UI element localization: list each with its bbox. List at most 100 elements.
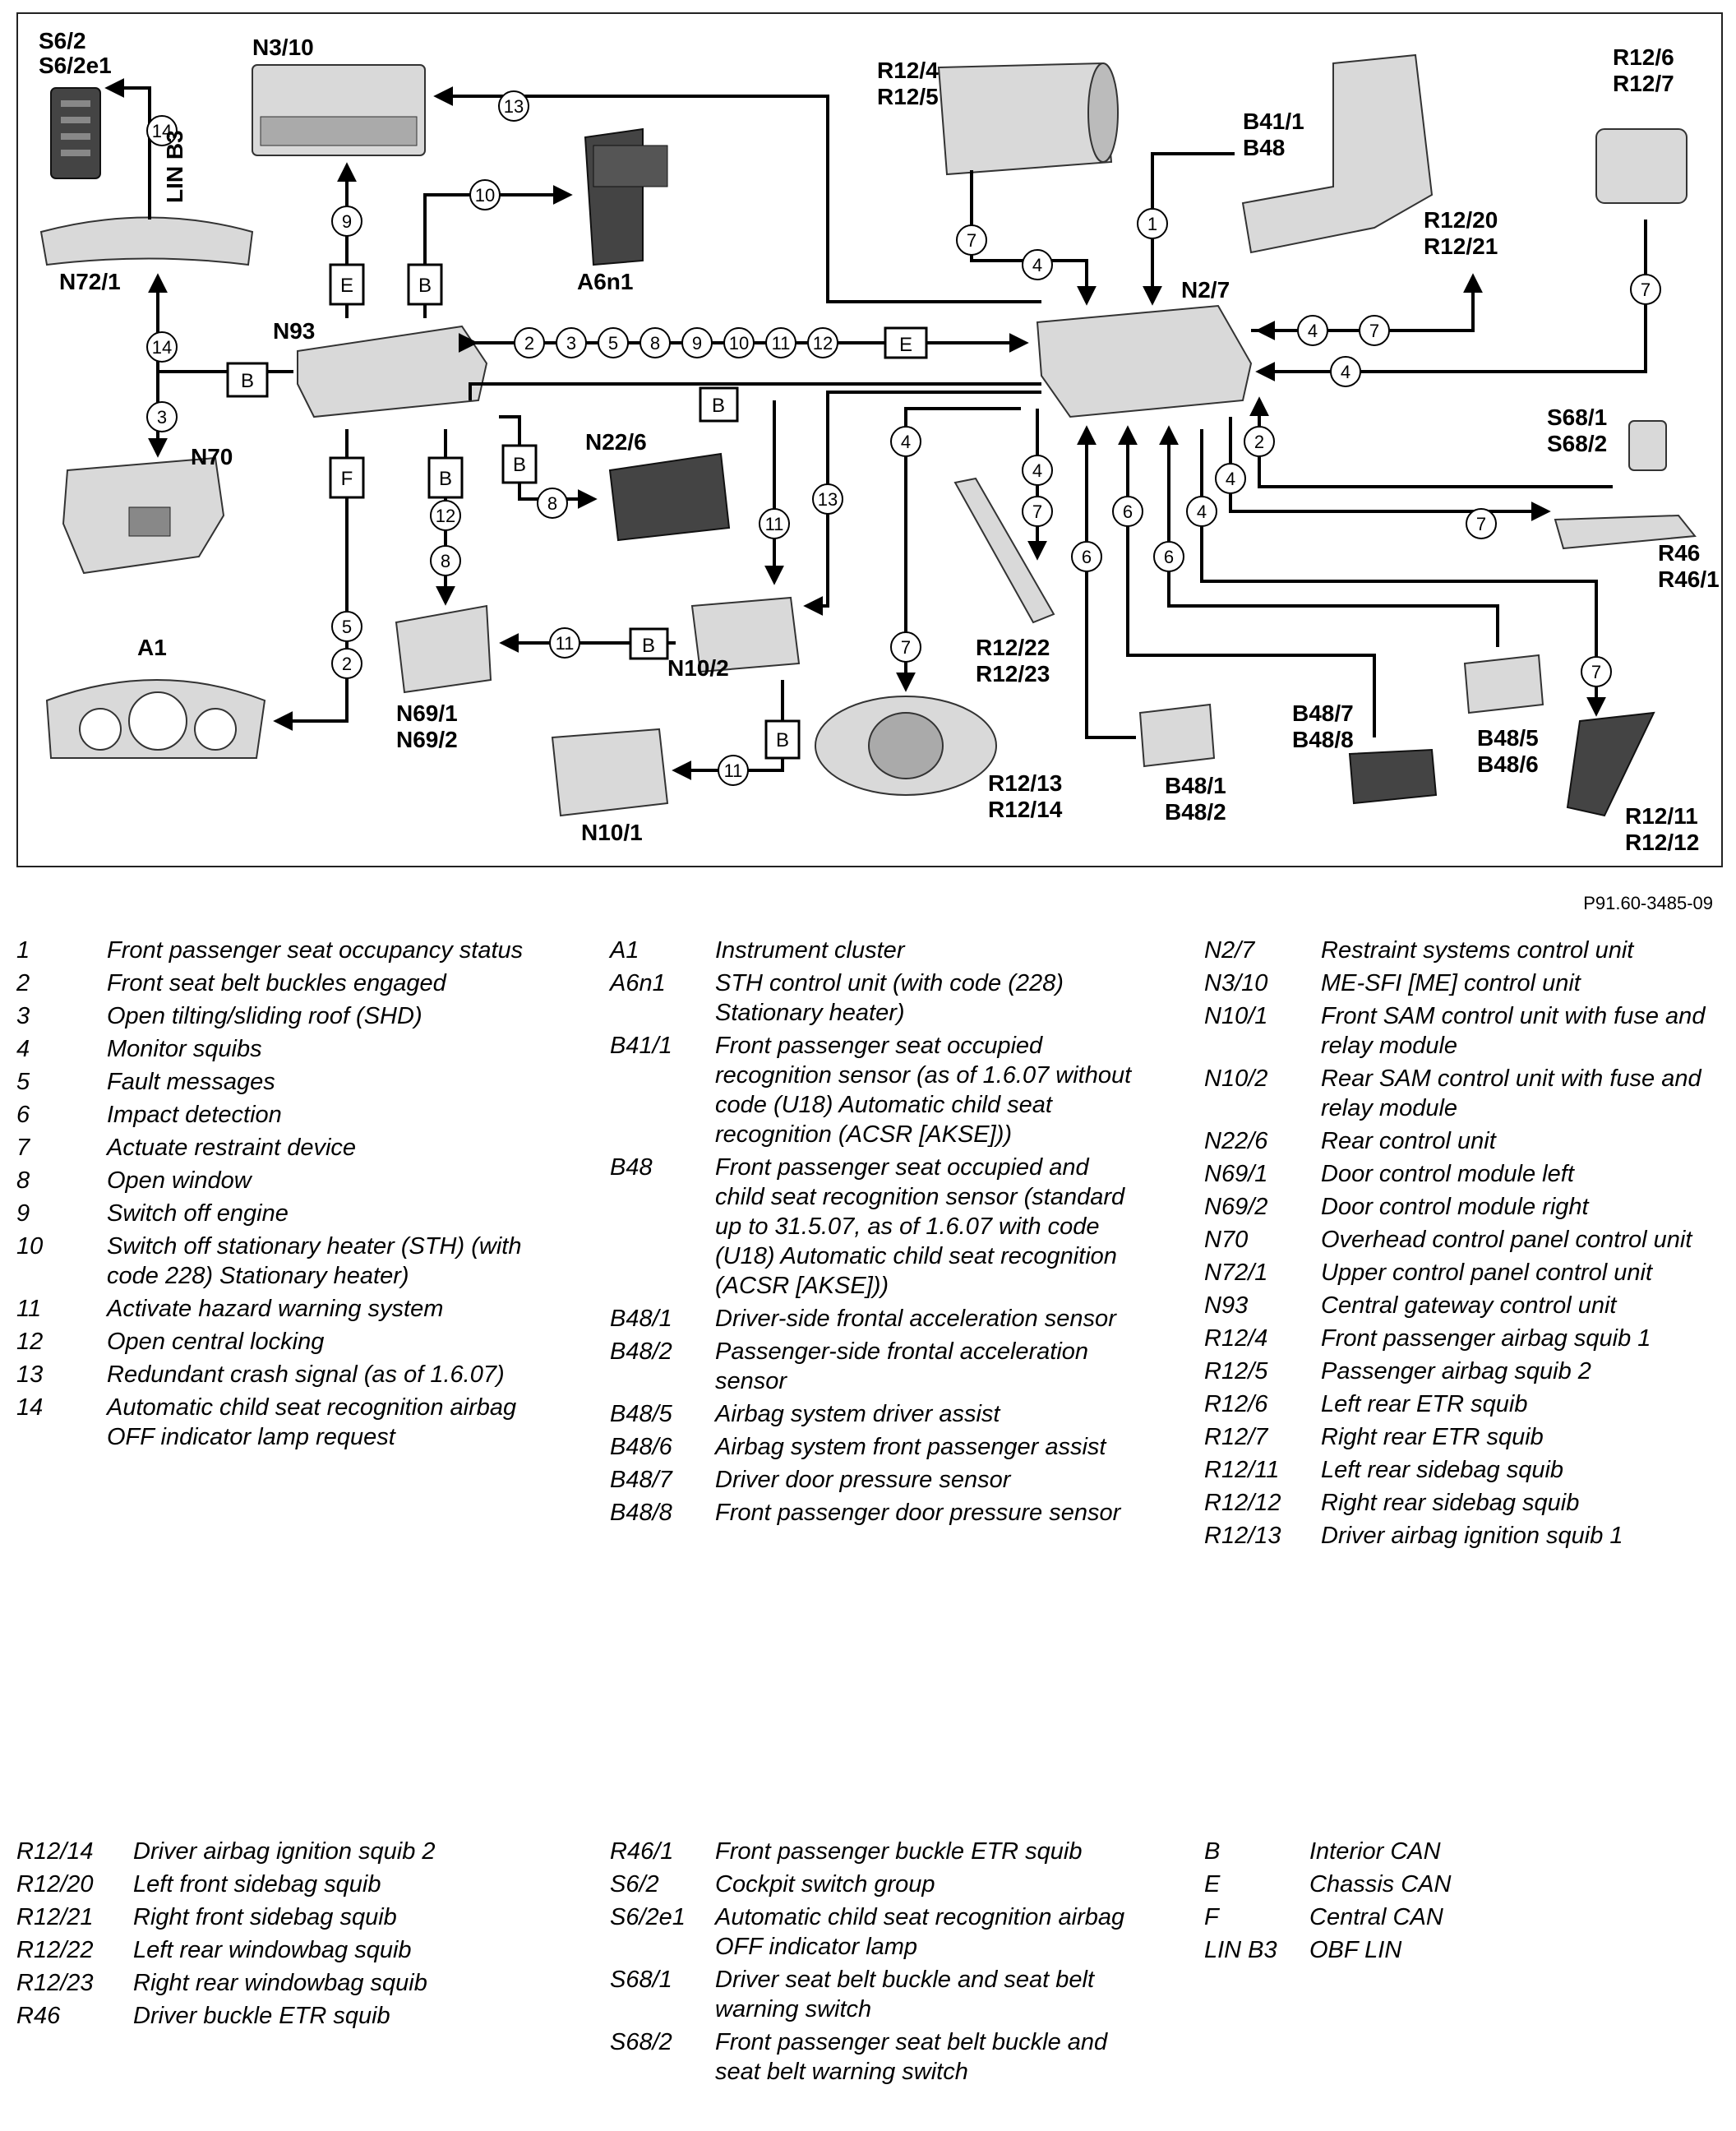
legend-key: B48/7	[610, 1467, 672, 1493]
svg-text:4: 4	[1197, 502, 1207, 522]
legend-key: R12/11	[1204, 1457, 1280, 1483]
svg-text:7: 7	[1591, 662, 1601, 682]
legend-description: Automatic child seat recognition airbag …	[107, 1394, 517, 1450]
label-b41-1: B41/1	[1243, 109, 1304, 134]
s6-2-switch-group	[50, 87, 101, 179]
legend-key: 10	[16, 1233, 44, 1260]
svg-text:11: 11	[765, 514, 784, 534]
label-r12-5: R12/5	[877, 84, 939, 109]
legend-description: Upper control panel control unit	[1321, 1260, 1653, 1286]
figure-reference-code: P91.60-3485-09	[1583, 893, 1713, 913]
svg-text:7: 7	[901, 637, 911, 658]
legend-description: Driver seat belt buckle and seat belt wa…	[715, 1967, 1095, 2022]
legend-description: Front passenger seat belt buckle and sea…	[715, 2029, 1108, 2085]
legend-key: N2/7	[1204, 937, 1255, 964]
legend-key: S6/2e1	[610, 1904, 686, 1930]
b48-1-acceleration-sensor	[1138, 703, 1216, 768]
r12-4-passenger-airbag	[937, 62, 1119, 176]
legend-description: Restraint systems control unit	[1321, 937, 1634, 964]
legend-description: Driver airbag ignition squib 1	[1321, 1523, 1623, 1549]
legend-key: 12	[16, 1329, 44, 1355]
legend-key: 6	[16, 1102, 30, 1128]
legend-description: Central gateway control unit	[1321, 1292, 1617, 1319]
legend-description: Rear SAM control unit with fuse and rela…	[1321, 1066, 1701, 1121]
legend-description: Front passenger seat occupied and child …	[715, 1154, 1125, 1299]
legend-row: S68/2 Front passenger seat belt buckle an…	[610, 2027, 1136, 2087]
label-a1: A1	[137, 635, 167, 660]
b41-1-passenger-seat	[1243, 55, 1434, 254]
r12-11-rear-sidebag	[1566, 711, 1655, 817]
n2-7-restraint-unit	[1036, 304, 1253, 418]
label-b48-7: B48/7	[1292, 700, 1354, 726]
signal-numbers	[146, 90, 1661, 786]
a6n1-sth-control-unit	[584, 127, 668, 266]
legend-key: 11	[16, 1296, 42, 1322]
bus-box-b-n226: B	[501, 444, 538, 484]
legend-description: Redundant crash signal (as of 1.6.07)	[107, 1361, 505, 1388]
label-n69-2: N69/2	[396, 727, 458, 752]
legend-description: Passenger-side frontal acceleration sens…	[715, 1338, 1089, 1394]
label-b48-5: B48/5	[1477, 725, 1539, 751]
label-n10-2: N10/2	[667, 655, 729, 681]
legend-description: Rear control unit	[1321, 1128, 1496, 1154]
svg-text:1: 1	[1147, 214, 1157, 234]
bus-box-e-n310: E	[329, 263, 365, 306]
r12-13-driver-airbag	[815, 696, 997, 796]
legend-key: R12/22	[16, 1937, 94, 1963]
legend-description: Switch off stationary heater (STH) (with…	[107, 1233, 522, 1289]
svg-text:F: F	[341, 468, 353, 490]
svg-text:9: 9	[692, 333, 702, 354]
legend-key: S68/2	[610, 2029, 672, 2055]
legend-description: Left rear ETR squib	[1321, 1391, 1528, 1417]
legend-key: R12/21	[16, 1904, 94, 1930]
legend-description: Fault messages	[107, 1069, 275, 1095]
legend-description: Open window	[107, 1167, 252, 1194]
svg-text:B: B	[712, 395, 725, 417]
legend-key: 13	[16, 1361, 44, 1388]
svg-text:12: 12	[436, 506, 455, 526]
svg-text:6: 6	[1164, 547, 1174, 567]
legend-description: Open tilting/sliding roof (SHD)	[107, 1003, 422, 1029]
legend-description: Monitor squibs	[107, 1036, 262, 1062]
label-r12-12: R12/12	[1625, 830, 1699, 855]
svg-text:12: 12	[813, 333, 833, 354]
legend-description: Front passenger buckle ETR squib	[715, 1838, 1083, 1865]
legend-row: 13 Redundant crash signal (as of 1.6.07)	[16, 1360, 542, 1389]
r12-6-rear-etr	[1595, 128, 1688, 204]
svg-text:10: 10	[475, 185, 495, 206]
n22-6-rear-control-unit	[608, 452, 731, 542]
svg-text:B: B	[776, 729, 789, 751]
legend-description: Front passenger seat occupancy status	[107, 937, 524, 964]
legend-description: Overhead control panel control unit	[1321, 1227, 1692, 1253]
legend-row: N2/7 Restraint systems control unit	[1204, 936, 1730, 965]
svg-text:13: 13	[504, 96, 524, 117]
svg-text:7: 7	[1369, 321, 1379, 341]
svg-text:14: 14	[152, 121, 172, 141]
a1-instrument-cluster	[45, 679, 266, 759]
legend-key: R12/7	[1204, 1424, 1268, 1450]
svg-text:B: B	[418, 275, 432, 297]
legend-description: OBF LIN	[1309, 1937, 1402, 1963]
